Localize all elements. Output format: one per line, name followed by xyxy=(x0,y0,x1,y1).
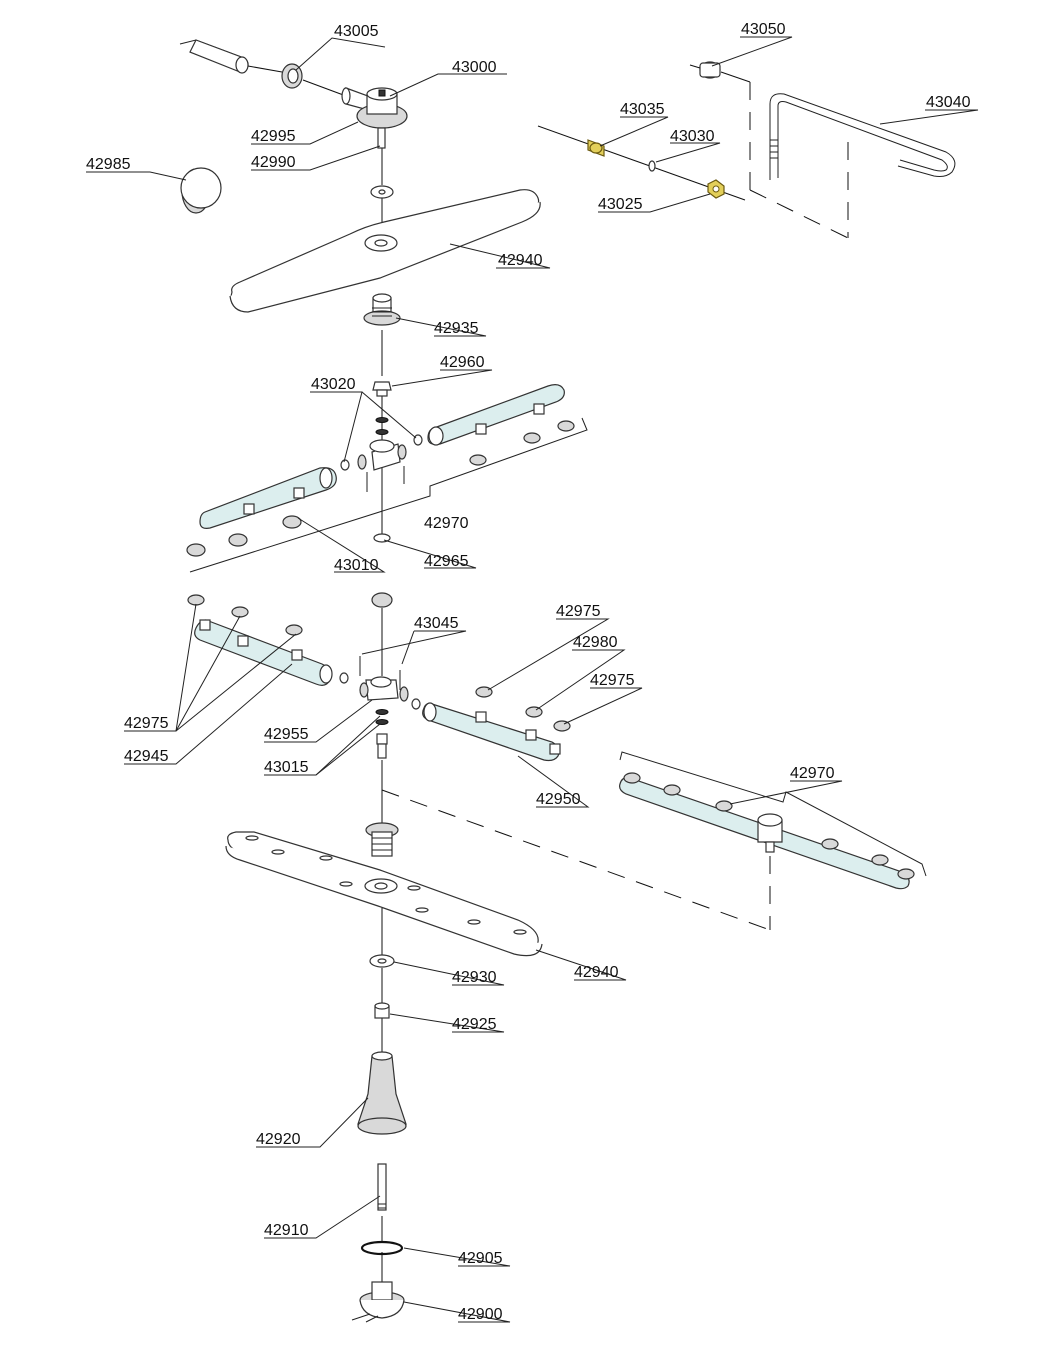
elbow-pipe-43040 xyxy=(769,93,956,180)
label-43050: 43050 xyxy=(741,21,786,38)
label-43030: 43030 xyxy=(670,128,715,145)
lower-distributor xyxy=(187,592,571,762)
nut-42960 xyxy=(372,381,392,397)
fitting-43050 xyxy=(689,61,751,83)
label-43005: 43005 xyxy=(334,23,379,40)
label-42925: 42925 xyxy=(452,1016,497,1033)
label-42940-upper: 42940 xyxy=(498,252,543,269)
tee-hub-upper xyxy=(340,417,407,492)
label-42930: 42930 xyxy=(452,969,497,986)
cap-42985 xyxy=(180,167,222,214)
supply-pipe-assembly xyxy=(179,39,408,149)
label-42910: 42910 xyxy=(264,1222,309,1239)
shaft-42910 xyxy=(377,1163,387,1211)
label-43045: 43045 xyxy=(414,615,459,632)
part-labels: 43005 43000 42995 42990 42985 43050 4304… xyxy=(86,21,971,1323)
lower-spray-arm-42940 xyxy=(225,822,543,957)
label-43025: 43025 xyxy=(598,196,643,213)
label-43010: 43010 xyxy=(334,557,379,574)
lower-bearing xyxy=(365,822,399,857)
right-nozzles xyxy=(469,403,575,466)
label-42960: 42960 xyxy=(440,354,485,371)
label-42995: 42995 xyxy=(251,128,296,145)
label-42970-lower: 42970 xyxy=(790,765,835,782)
label-42935: 42935 xyxy=(434,320,479,337)
label-42980: 42980 xyxy=(573,634,618,651)
label-42940-lower: 42940 xyxy=(574,964,619,981)
label-43040: 43040 xyxy=(926,94,971,111)
leader-lines xyxy=(86,36,979,1323)
label-42900: 42900 xyxy=(458,1306,503,1323)
label-42955: 42955 xyxy=(264,726,309,743)
label-42975-right: 42975 xyxy=(590,672,635,689)
distributor-42970-lower xyxy=(381,751,927,931)
label-42950: 42950 xyxy=(536,791,581,808)
nut-brass-43025 xyxy=(707,179,725,199)
arm-slots xyxy=(245,835,527,935)
left-nozzles xyxy=(186,487,305,557)
label-42920: 42920 xyxy=(256,1131,301,1148)
label-42975-left: 42975 xyxy=(124,715,169,732)
label-43000: 43000 xyxy=(452,59,497,76)
label-42975-right-top: 42975 xyxy=(556,603,601,620)
o-ring-42905 xyxy=(360,1240,404,1256)
right-nozzles-lower xyxy=(475,686,571,755)
tee-hub-lower xyxy=(359,656,421,759)
label-42970-upper: 42970 xyxy=(424,515,469,532)
washer-upper xyxy=(370,185,394,199)
connector-line-43035 xyxy=(537,125,746,201)
label-42965: 42965 xyxy=(424,553,469,570)
label-43015: 43015 xyxy=(264,759,309,776)
label-43035: 43035 xyxy=(620,101,665,118)
upper-distributor-42970 xyxy=(186,384,588,573)
bushing-42925 xyxy=(374,1002,390,1019)
base-fitting-42900 xyxy=(351,1281,405,1323)
distributor-nozzles xyxy=(623,772,915,880)
label-42985: 42985 xyxy=(86,156,131,173)
bearing-42935 xyxy=(363,293,401,326)
label-43020: 43020 xyxy=(311,376,356,393)
hub-43000 xyxy=(341,87,408,129)
washer-42930 xyxy=(369,954,395,968)
label-42945: 42945 xyxy=(124,748,169,765)
label-42905: 42905 xyxy=(458,1250,503,1267)
hidden-path-dash xyxy=(749,82,849,239)
left-nozzles-lower xyxy=(187,594,303,661)
fitting-brass-43035 xyxy=(587,139,605,157)
housing-42920 xyxy=(357,1051,407,1135)
gasket-ring-43005 xyxy=(281,63,303,89)
label-42990: 42990 xyxy=(251,154,296,171)
upper-spray-arm-42940 xyxy=(229,189,541,313)
